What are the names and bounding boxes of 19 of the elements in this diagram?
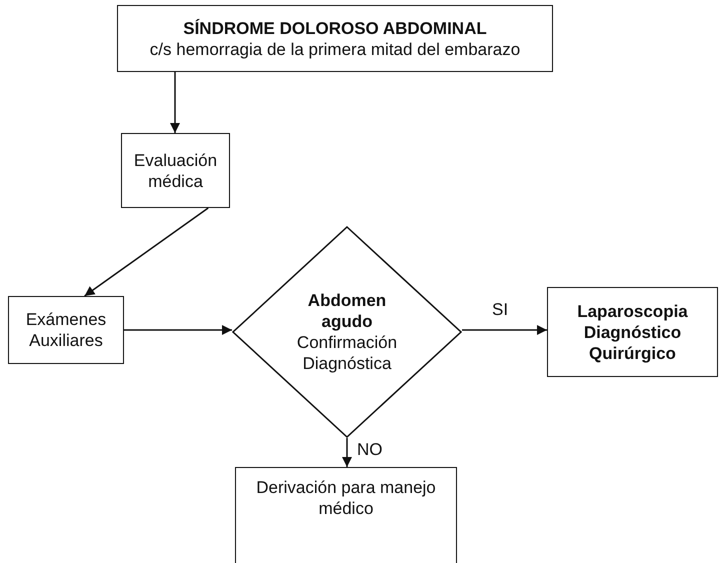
decision-diamond <box>232 226 462 438</box>
title-text: SÍNDROME DOLOROSO ABDOMINAL <box>183 18 487 38</box>
node-text: Derivación para manejo médico <box>255 476 437 518</box>
process-box <box>117 5 553 72</box>
subtitle-text: c/s hemorragia de la primera mitad del embarazo <box>150 38 520 60</box>
node-text: Exámenes Auxiliares <box>24 309 108 351</box>
arrow <box>84 207 209 297</box>
arrow <box>462 325 547 335</box>
arrow <box>342 438 352 467</box>
node-text: Confirmación Diagnóstica <box>296 332 398 374</box>
node-text: Evaluación médica <box>132 150 218 192</box>
process-box <box>121 133 230 208</box>
process-box <box>8 296 124 364</box>
node-text: Laparoscopia Diagnóstico Quirúrgico <box>576 300 689 364</box>
process-box <box>547 287 718 377</box>
process-box <box>235 467 457 563</box>
heading-text: Abdomen agudo <box>306 290 388 332</box>
arrow <box>170 72 180 133</box>
arrow <box>124 325 232 335</box>
